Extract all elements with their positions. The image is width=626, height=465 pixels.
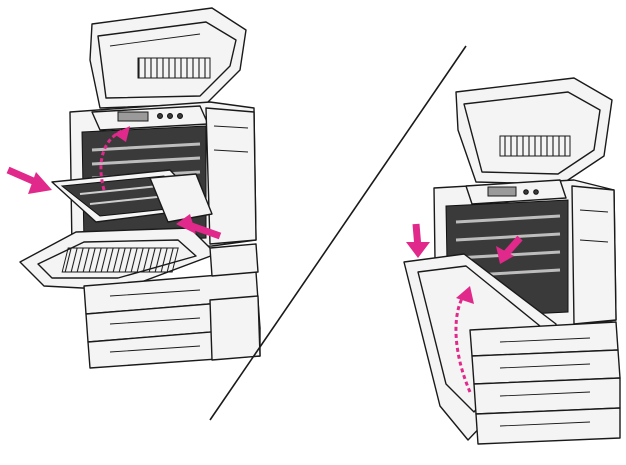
panel-divider <box>209 45 467 421</box>
right-paper-trays <box>469 321 621 445</box>
arrow-close-door-curved-icon <box>454 291 472 393</box>
right-top-lid <box>455 77 613 185</box>
right-printer <box>403 77 621 445</box>
right-arrows <box>406 223 523 393</box>
left-printer <box>19 7 261 369</box>
left-arrows <box>6 126 222 240</box>
left-display <box>117 111 149 122</box>
left-top-lid <box>89 7 247 109</box>
left-paper-trays <box>83 243 261 369</box>
